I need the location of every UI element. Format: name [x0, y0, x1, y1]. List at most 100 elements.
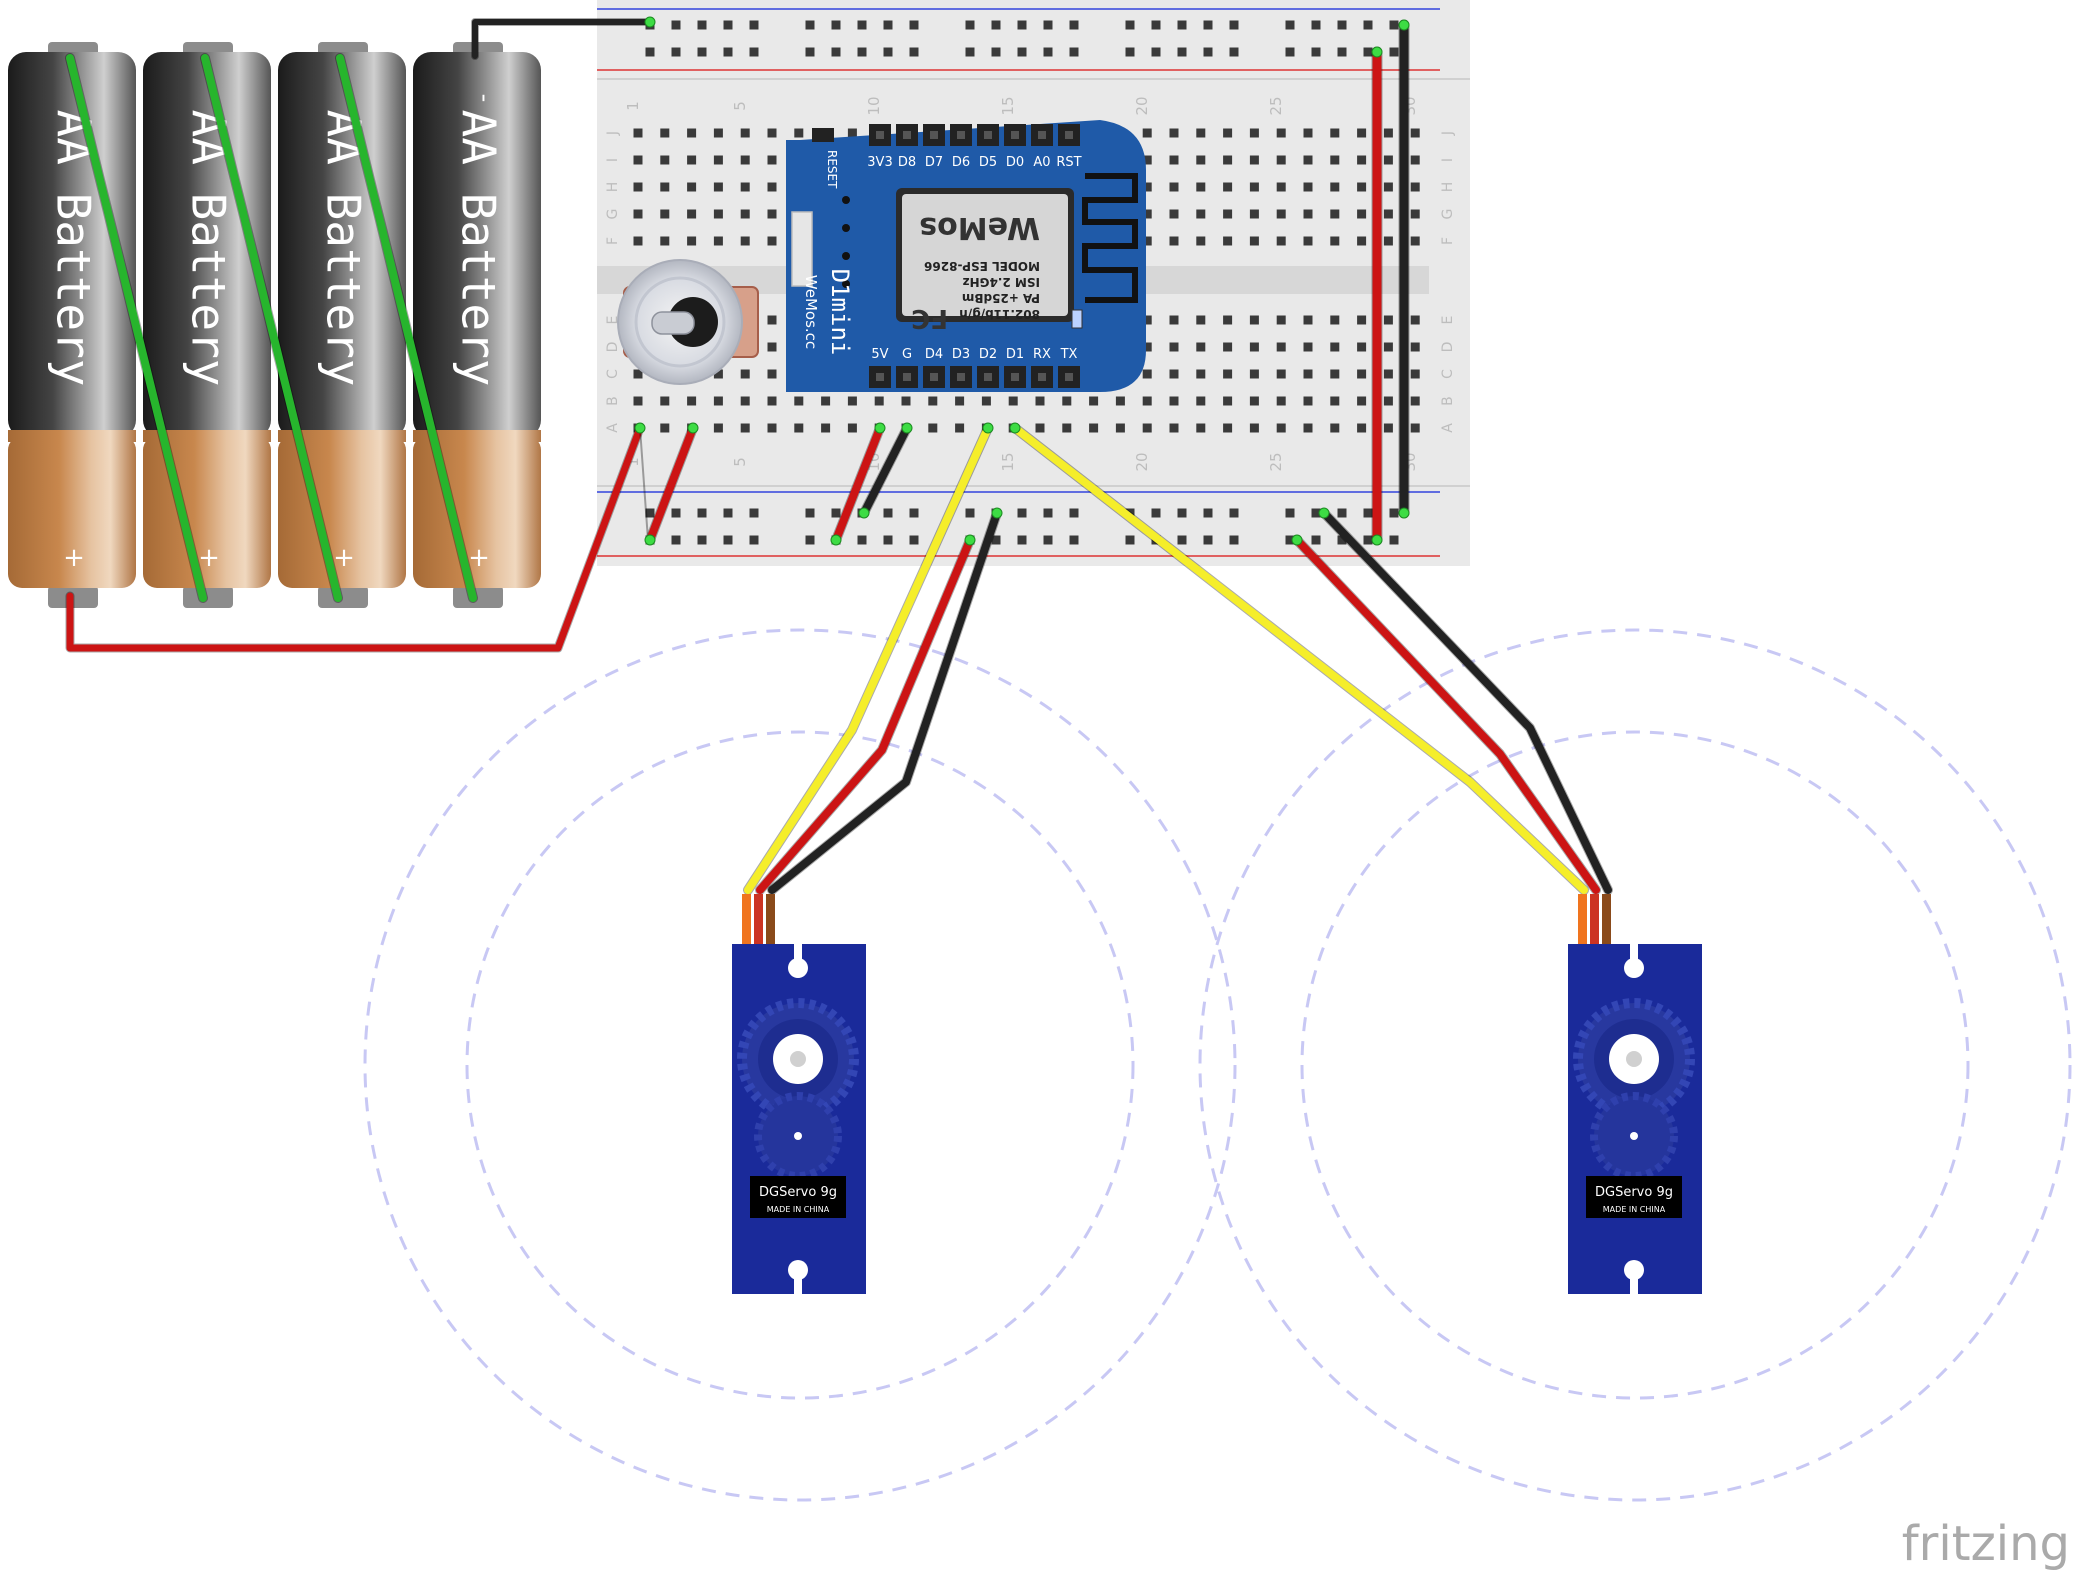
breadboard-hole: [1223, 182, 1233, 192]
breadboard-hole: [1410, 182, 1420, 192]
breadboard-hole: [1035, 423, 1045, 433]
breadboard-hole: [740, 369, 750, 379]
battery-copper-end: [8, 436, 136, 588]
row-letter-left: I: [605, 158, 621, 162]
breadboard-hole: [1357, 128, 1367, 138]
chip-brand: WeMos: [919, 210, 1040, 245]
breadboard-hole: [1249, 209, 1259, 219]
breadboard-hole: [1196, 369, 1206, 379]
breadboard-hole: [713, 128, 723, 138]
rail-hole: [1043, 508, 1053, 518]
breadboard-hole: [1357, 182, 1367, 192]
rail-hole: [1017, 47, 1027, 57]
breadboard-hole: [767, 209, 777, 219]
wires: [65, 16, 1613, 895]
breadboard-hole: [660, 423, 670, 433]
rail-hole: [883, 535, 893, 545]
aa-battery: AA Battery-+: [278, 42, 406, 608]
chip-label-line: ISM 2.4GHz: [963, 275, 1040, 289]
battery-negative-wire: [472, 19, 653, 59]
breadboard-hole: [1303, 236, 1313, 246]
battery-band: [413, 430, 541, 442]
rail-hole: [645, 47, 655, 57]
breadboard-hole: [1303, 315, 1313, 325]
rail-hole: [1311, 508, 1321, 518]
breadboard-hole: [928, 396, 938, 406]
servo2-power-wire: [1293, 536, 1600, 894]
breadboard-hole: [713, 369, 723, 379]
rail-hole: [1337, 20, 1347, 30]
pin-label-bottom: RX: [1033, 347, 1051, 362]
via: [842, 280, 850, 288]
breadboard-hole: [1357, 155, 1367, 165]
rail-hole: [1229, 47, 1239, 57]
fcc-mark: FC: [911, 303, 948, 333]
breadboard-hole: [1196, 396, 1206, 406]
breadboard-hole: [1410, 209, 1420, 219]
servo-origin-label: MADE IN CHINA: [1603, 1205, 1666, 1214]
rail-hole: [909, 508, 919, 518]
breadboard-hole: [1249, 423, 1259, 433]
connection-point: [1318, 507, 1330, 519]
battery-series-jumper: [201, 54, 342, 602]
servo1-power-wire: [756, 536, 974, 894]
sweep-circle-outer-right: [1198, 628, 2072, 1502]
breadboard-hole: [1357, 396, 1367, 406]
rail-hole: [1311, 535, 1321, 545]
column-number-bottom: 5: [731, 457, 749, 467]
rail-hole: [1337, 508, 1347, 518]
rail-hole: [1043, 535, 1053, 545]
breadboard-hole: [847, 128, 857, 138]
led: [1071, 309, 1083, 329]
breadboard-hole: [1303, 423, 1313, 433]
pin-label-top: D8: [898, 155, 916, 170]
servo-model-label: DGServo 9g: [759, 1185, 837, 1200]
usb-connector: [791, 211, 813, 287]
reset-button: [812, 128, 834, 142]
rail-hole: [805, 535, 815, 545]
breadboard-hole: [1196, 236, 1206, 246]
breadboard-hole: [687, 182, 697, 192]
breadboard-hole: [1196, 182, 1206, 192]
battery-plus: +: [63, 543, 85, 573]
connection-point: [982, 422, 994, 434]
mount-slot-bottom: [1630, 1270, 1638, 1294]
rail-hole: [1389, 20, 1399, 30]
rail-hole: [991, 47, 1001, 57]
breadboard-hole: [1303, 155, 1313, 165]
row-letter-left: A: [605, 423, 621, 433]
connection-point: [830, 534, 842, 546]
breadboard-hole: [1303, 209, 1313, 219]
breadboard-hole: [1249, 155, 1259, 165]
rail-hole: [749, 535, 759, 545]
breadboard-hole: [794, 128, 804, 138]
breadboard-hole: [1383, 155, 1393, 165]
breadboard-hole: [767, 128, 777, 138]
battery-plus: +: [198, 543, 220, 573]
breadboard-hole: [1330, 342, 1340, 352]
rail-hole: [965, 20, 975, 30]
breadboard-hole: [1142, 155, 1152, 165]
breadboard-hole: [1142, 315, 1152, 325]
row-letter-right: J: [1440, 131, 1456, 136]
rail-hole: [1389, 47, 1399, 57]
battery-band: [8, 430, 136, 442]
breadboard-hole: [1303, 182, 1313, 192]
pin-label-top: D6: [952, 155, 970, 170]
breadboard-hole: [767, 423, 777, 433]
pin-label-top: RST: [1056, 155, 1081, 170]
row-letter-left: H: [605, 182, 621, 193]
breadboard-hole: [713, 182, 723, 192]
breadboard-hole: [740, 155, 750, 165]
rail-hole: [883, 20, 893, 30]
breadboard-hole: [1142, 128, 1152, 138]
breadboard-hole: [633, 396, 643, 406]
breadboard-hole: [1223, 396, 1233, 406]
rail-hole: [1125, 20, 1135, 30]
servo-gear-pin: [1630, 1132, 1638, 1140]
breadboard-hole: [1357, 209, 1367, 219]
rail-hole: [1285, 508, 1295, 518]
rail-hole: [1229, 508, 1239, 518]
breadboard-hole: [1330, 369, 1340, 379]
